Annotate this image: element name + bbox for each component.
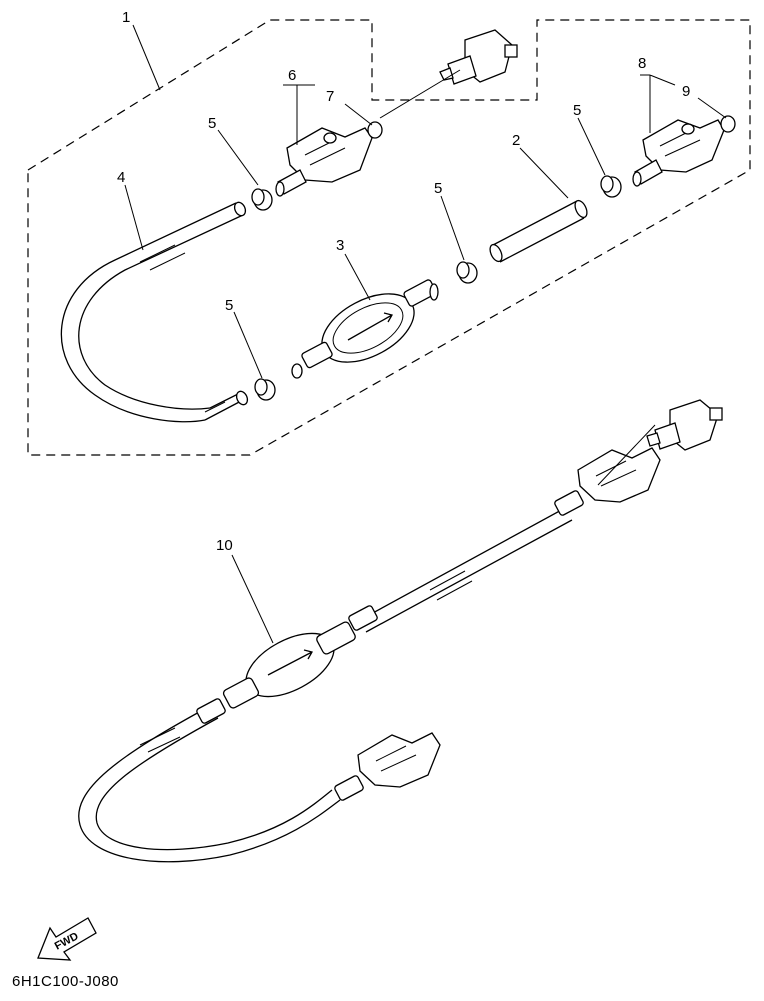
callout-8: 8 — [638, 55, 646, 72]
engine-fitting-upper — [439, 29, 518, 85]
clamp-5-upper-left — [251, 188, 273, 211]
callout-7: 7 — [326, 88, 334, 105]
callout-5-center: 5 — [434, 180, 442, 197]
callout-5-lower-left: 5 — [225, 297, 233, 314]
callout-5-upper-left: 5 — [208, 115, 216, 132]
leader-lines — [124, 24, 727, 644]
o-ring-9 — [720, 115, 736, 133]
o-ring-7 — [367, 121, 383, 139]
assembly-1-boundary — [27, 19, 751, 456]
forward-direction-arrow: FWD — [37, 917, 97, 961]
callout-2: 2 — [512, 132, 520, 149]
clamp-5-center — [456, 261, 478, 284]
connector-6 — [275, 127, 373, 197]
callout-4: 4 — [117, 169, 125, 186]
clamp-5-right — [600, 175, 622, 198]
drawing-code: 6H1C100-J080 — [12, 973, 119, 990]
callout-9: 9 — [682, 83, 690, 100]
callout-3: 3 — [336, 237, 344, 254]
clamp-5-lower-left — [254, 378, 276, 401]
callout-5-right: 5 — [573, 102, 581, 119]
engine-fitting-lower — [646, 399, 723, 451]
primer-pump-3 — [291, 279, 439, 379]
connector-8 — [632, 119, 725, 187]
callout-1: 1 — [122, 9, 130, 26]
callout-10: 10 — [216, 537, 233, 554]
fuel-hose-assembly-10 — [78, 447, 661, 863]
callout-6: 6 — [288, 67, 296, 84]
hose-4 — [60, 201, 249, 423]
hose-2 — [489, 199, 588, 263]
